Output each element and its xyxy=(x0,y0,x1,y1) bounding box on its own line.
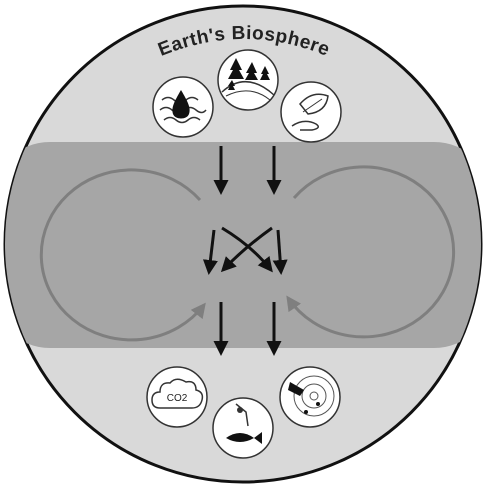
fishing-fish-icon xyxy=(213,398,273,458)
hand-radar-icon xyxy=(280,367,340,427)
central-band xyxy=(0,142,484,348)
forest-mountain-icon xyxy=(218,50,278,110)
water-drop-waves-icon xyxy=(153,77,213,137)
co2-label: CO2 xyxy=(167,393,188,404)
hand-leaf-icon xyxy=(281,82,341,142)
co2-cloud-icon: CO2 xyxy=(147,367,207,427)
